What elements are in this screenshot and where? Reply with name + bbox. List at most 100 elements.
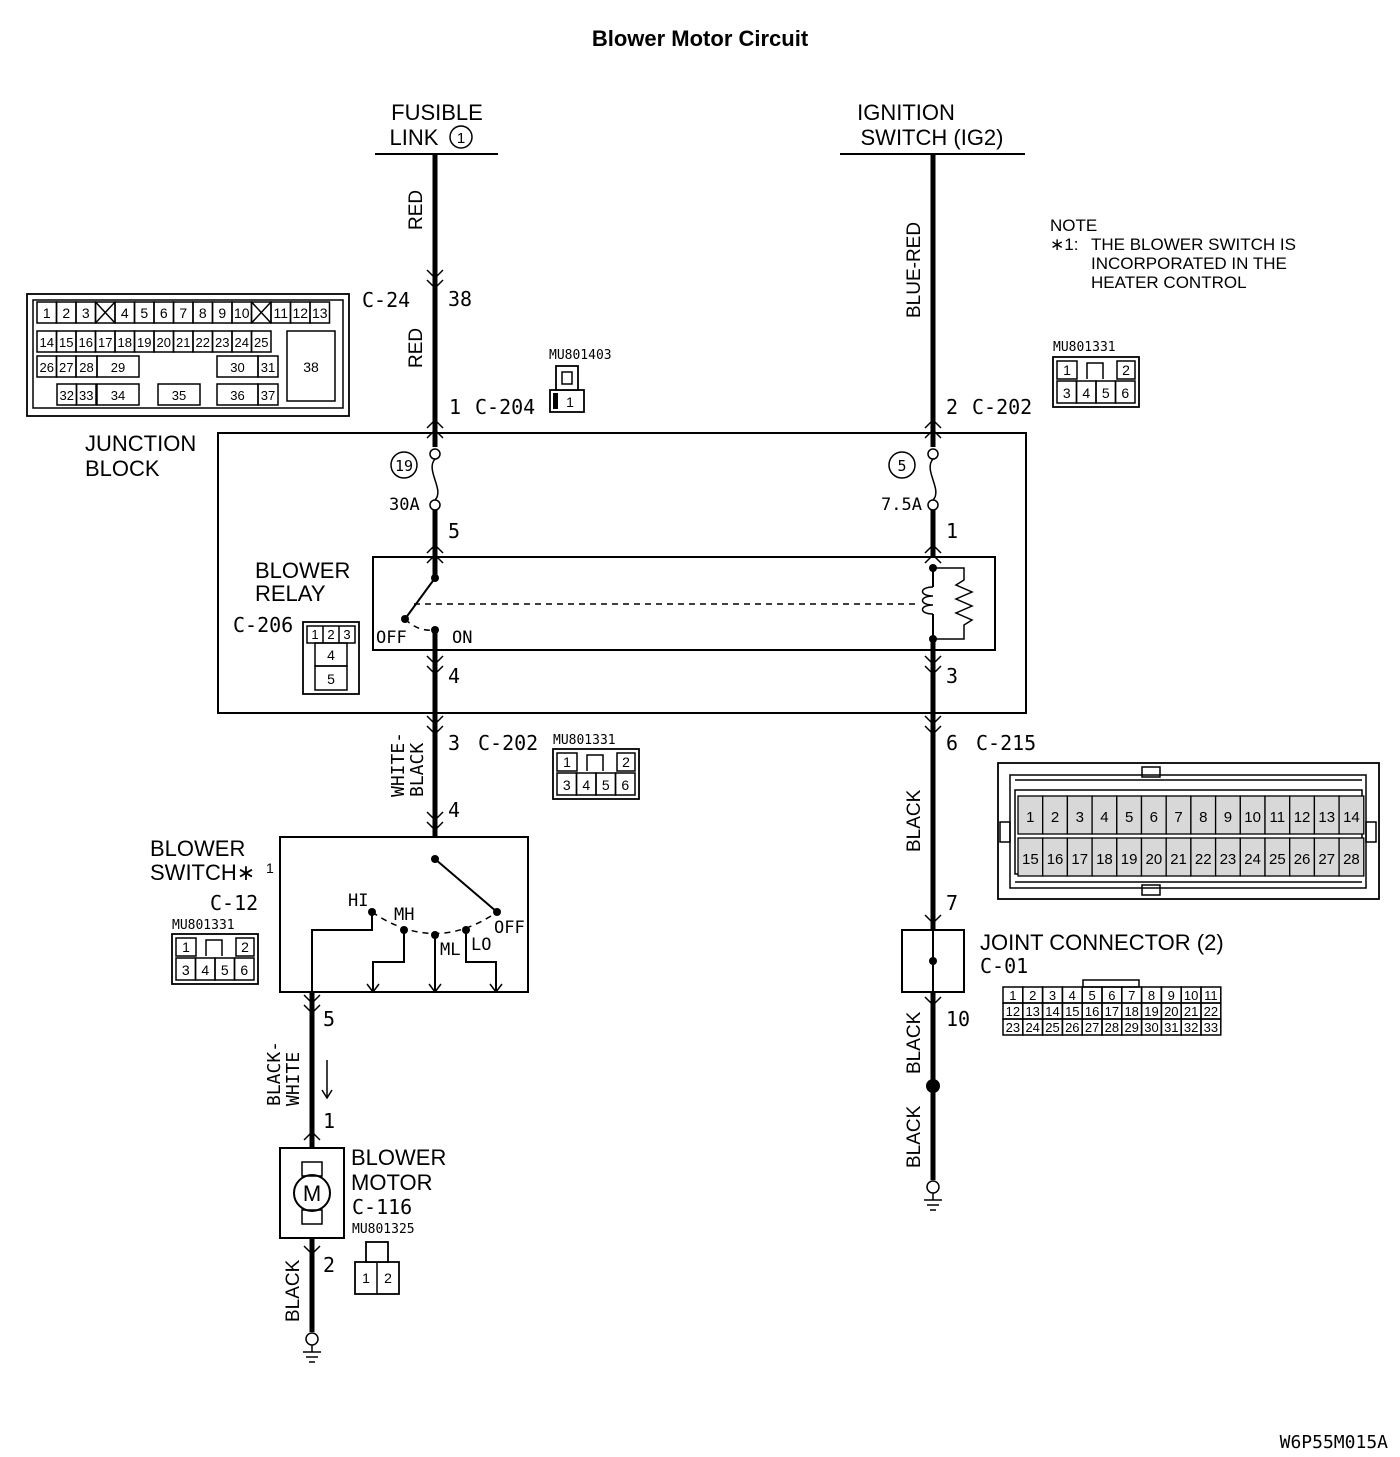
c215-pin-14: 14 <box>1343 809 1360 826</box>
note-line-3: HEATER CONTROL <box>1091 273 1247 292</box>
jb-pin-4: 4 <box>448 664 460 688</box>
c01-pin-19: 19 <box>1144 1004 1158 1019</box>
c12-pin-4: 4 <box>201 962 209 978</box>
c116-label: C-116 <box>352 1195 412 1219</box>
wire-color-black-right-3: BLACK <box>904 1105 925 1168</box>
wire-color-black-left: BLACK <box>283 1259 304 1322</box>
c204-pin: 1 <box>449 395 461 419</box>
c215-pin-19: 19 <box>1121 851 1138 868</box>
blower-switch-mh-label: MH <box>394 905 414 925</box>
c24-pin-18: 18 <box>118 335 132 350</box>
c204-face-pin: 1 <box>566 394 574 410</box>
c01-pin-14: 14 <box>1045 1004 1059 1019</box>
c215-pin-24: 24 <box>1244 851 1261 868</box>
blower-switch-lo-label: LO <box>471 935 491 955</box>
joint-connector-pin-in: 7 <box>946 891 958 915</box>
relay-coil-icon <box>921 586 934 615</box>
c202-top-part-number: MU801331 <box>1053 340 1116 355</box>
c116-in-connector-mark <box>303 1130 321 1141</box>
blower-switch-travel <box>371 911 498 935</box>
c202-mid-label: C-202 <box>478 731 538 755</box>
c01-pin-18: 18 <box>1124 1004 1138 1019</box>
fusible-link-label-line1: FUSIBLE <box>391 100 483 125</box>
blower-switch-box <box>279 836 529 993</box>
c215-pin-4: 4 <box>1100 809 1108 826</box>
blower-switch-arm <box>434 858 498 913</box>
blower-switch-hi-output <box>311 912 373 992</box>
c202-top-pin-5: 5 <box>1102 385 1110 401</box>
blower-motor-brush-top <box>301 1161 323 1177</box>
c01-pin-29: 29 <box>1124 1020 1138 1035</box>
c202-top-connector-mark <box>924 418 942 439</box>
joint-connector-node <box>929 957 937 965</box>
fuse-19-number: 19 <box>395 457 413 475</box>
relay-on-label: ON <box>452 628 472 648</box>
fusible-link-number-circle <box>449 125 473 149</box>
blower-motor-label-line1: BLOWER <box>351 1145 446 1170</box>
jb-pin-3: 3 <box>946 664 958 688</box>
c202-mid-part-number: MU801331 <box>553 733 616 748</box>
blower-switch-hi-label: HI <box>348 891 368 911</box>
c01-pin-3: 3 <box>1049 988 1056 1003</box>
c12-pin-1: 1 <box>182 939 190 955</box>
c202-top-label: C-202 <box>972 395 1032 419</box>
c215-pin-16: 16 <box>1047 851 1064 868</box>
c24-pin-2: 2 <box>62 305 70 321</box>
c116-part-number: MU801325 <box>352 1222 415 1237</box>
ground-right-terminal <box>926 1180 940 1194</box>
relay-off-label: OFF <box>376 628 407 648</box>
c24-pin-8: 8 <box>199 305 207 321</box>
c01-pin-4: 4 <box>1069 988 1076 1003</box>
blower-switch-superscript: 1 <box>266 860 274 876</box>
c202-mid-pin-3: 3 <box>563 777 571 793</box>
c206-pin-2: 2 <box>327 627 334 642</box>
note-marker: ∗1: <box>1050 235 1078 254</box>
c116-pin-1: 1 <box>362 1270 370 1286</box>
c202-top-pin-3: 3 <box>1063 385 1071 401</box>
c01-pin-23: 23 <box>1006 1020 1020 1035</box>
c215-pin-13: 13 <box>1318 809 1335 826</box>
fuse-19-rating: 30A <box>389 495 420 515</box>
c215-pin-25: 25 <box>1269 851 1286 868</box>
c202-mid-pin-2: 2 <box>622 754 630 770</box>
c01-pin-32: 32 <box>1184 1020 1198 1035</box>
fusible-link-label-line2: LINK <box>390 125 439 150</box>
c01-label: C-01 <box>980 954 1028 978</box>
c01-pin-26: 26 <box>1065 1020 1079 1035</box>
c215-pin-21: 21 <box>1170 851 1187 868</box>
c206-pin-4: 4 <box>327 647 335 663</box>
c24-pin-34: 34 <box>111 388 125 403</box>
c01-pin-33: 33 <box>1204 1020 1218 1035</box>
c215-pin-11: 11 <box>1270 809 1286 826</box>
c24-pin-12: 12 <box>292 305 308 321</box>
c24-pin-30: 30 <box>230 360 244 375</box>
jb-pin-1: 1 <box>946 519 958 543</box>
c01-pin-21: 21 <box>1184 1004 1198 1019</box>
c215-pin-17: 17 <box>1071 851 1088 868</box>
c01-pin-5: 5 <box>1088 988 1095 1003</box>
relay-resistor-icon <box>933 567 974 640</box>
relay-in-left-mark <box>426 543 444 564</box>
fuse-5-terminal-top <box>927 448 939 460</box>
c01-pin-28: 28 <box>1105 1020 1119 1035</box>
blower-switch-mh-output <box>372 930 405 992</box>
c24-connector-mark <box>426 269 444 290</box>
c24-pin-29: 29 <box>111 360 125 375</box>
c24-pin-35: 35 <box>172 388 186 403</box>
c116-connector-face: 1 2 <box>354 1241 400 1295</box>
c202-top-pin-6: 6 <box>1121 385 1129 401</box>
c12-part-number: MU801331 <box>172 918 235 933</box>
fuse-19-terminal-top <box>429 448 441 460</box>
c215-pin-5: 5 <box>1125 809 1133 826</box>
c24-pin-13: 13 <box>312 305 328 321</box>
c204-part-number: MU801403 <box>549 348 612 363</box>
note-heading: NOTE <box>1050 216 1097 235</box>
c01-pin-12: 12 <box>1006 1004 1020 1019</box>
c01-pin-17: 17 <box>1105 1004 1119 1019</box>
fuse-5-terminal-bottom <box>927 499 939 511</box>
ignition-switch-label-line2: SWITCH (IG2) <box>861 125 1004 150</box>
c215-pin-9: 9 <box>1224 809 1232 826</box>
c24-pin-36: 36 <box>230 388 244 403</box>
c01-pin-9: 9 <box>1168 988 1175 1003</box>
